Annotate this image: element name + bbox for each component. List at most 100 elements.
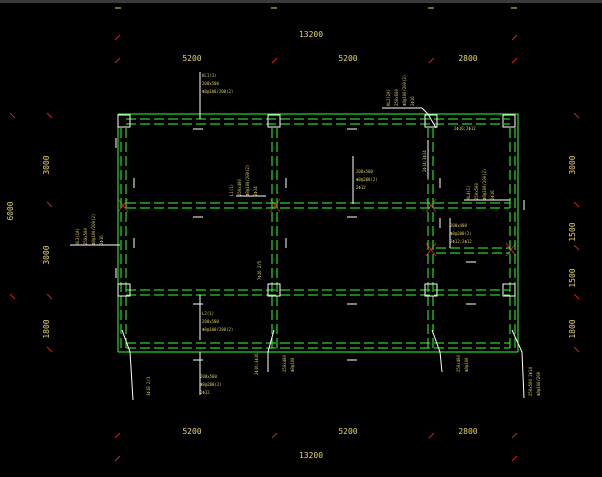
annotation-block: 250x500 2Φ14 Φ8@100/200 <box>528 367 541 396</box>
column <box>117 114 131 128</box>
beam-row-3 <box>126 289 510 296</box>
svg-text:2Φ16: 2Φ16 <box>410 96 415 106</box>
bottom-span-dim: 5200 <box>338 427 357 436</box>
svg-text:2Φ16: 2Φ16 <box>99 235 104 245</box>
bottom-span-dim: 5200 <box>182 427 201 436</box>
svg-text:2Φ12;2Φ12: 2Φ12;2Φ12 <box>450 239 472 244</box>
bottom-total-dim: 13200 <box>299 451 323 460</box>
top-span-dim: 5200 <box>182 54 201 63</box>
svg-text:200x500: 200x500 <box>202 319 219 324</box>
annotation-block: L1(1) 250x400 Φ8@100/200(2) 2Φ14 <box>229 165 258 196</box>
annotation-block: 250x400 Φ8@100 <box>282 355 295 372</box>
right-span-dim: 1500 <box>568 268 577 287</box>
axis-ticks <box>9 34 580 462</box>
svg-text:Φ8@100/200(2): Φ8@100/200(2) <box>202 327 233 332</box>
left-outer-ticks <box>9 112 53 353</box>
top-outer-ticks <box>114 34 518 64</box>
svg-text:200x500: 200x500 <box>356 169 373 174</box>
column <box>117 283 131 297</box>
columns[interactable] <box>117 114 516 297</box>
column <box>424 283 438 297</box>
beam-row-bottom <box>126 342 510 349</box>
svg-text:3Φ18 2/1: 3Φ18 2/1 <box>146 376 151 396</box>
svg-text:2Φ14;3Φ14: 2Φ14;3Φ14 <box>422 150 427 172</box>
svg-text:Φ8@100: Φ8@100 <box>464 357 469 372</box>
svg-text:250x500 2Φ14: 250x500 2Φ14 <box>528 367 533 396</box>
svg-text:Φ8@100/200(2): Φ8@100/200(2) <box>482 169 487 200</box>
annotation-block: 2Φ16;2Φ12 <box>454 126 476 131</box>
svg-text:2Φ16;3Φ16: 2Φ16;3Φ16 <box>254 353 259 375</box>
svg-text:Φ8@100/200(2): Φ8@100/200(2) <box>402 75 407 106</box>
svg-text:250x400: 250x400 <box>282 355 287 372</box>
svg-text:250x500: 250x500 <box>474 183 479 200</box>
annotation-block: 2Φ16;3Φ16 <box>254 353 259 375</box>
bottom-outer-ticks <box>114 432 518 462</box>
column <box>502 283 516 297</box>
annotation-block: L2(1) 200x500 Φ8@100/200(2) <box>202 311 233 332</box>
svg-text:250x500: 250x500 <box>83 228 88 245</box>
dimension-labels: 13200 5200 5200 2800 5200 5200 2800 1320… <box>6 30 577 460</box>
leader-lines <box>70 72 525 401</box>
beam-col-4 <box>509 128 516 348</box>
beam-row-short <box>436 247 510 254</box>
column <box>502 114 516 128</box>
annotation-block: 250x400 Φ8@100 <box>456 355 469 372</box>
left-span-dim: 3000 <box>42 245 51 264</box>
annotation-block: 3Φ18 2/1 <box>146 376 151 396</box>
svg-text:250x400: 250x400 <box>237 179 242 196</box>
column <box>424 114 438 128</box>
top-total-dim: 13200 <box>299 30 323 39</box>
top-window-bar <box>0 0 602 3</box>
beams[interactable] <box>117 113 519 353</box>
right-outer-ticks <box>573 112 580 353</box>
annotation-block: KL4(1) 250x500 Φ8@100/200(2) 2Φ16 <box>466 169 495 200</box>
beam-col-2 <box>271 128 278 348</box>
right-span-dim: 3000 <box>568 155 577 174</box>
column <box>267 283 281 297</box>
beam-col-1 <box>120 128 127 348</box>
annotation-block: 7Φ16 2/5 <box>257 260 262 280</box>
svg-text:2Φ12: 2Φ12 <box>356 185 366 190</box>
svg-text:2Φ14: 2Φ14 <box>253 186 258 196</box>
annotation-block: 200x400 Φ8@200(2) 2Φ12;2Φ12 <box>450 223 472 244</box>
svg-text:Φ8@100: Φ8@100 <box>290 357 295 372</box>
svg-text:KL4(1): KL4(1) <box>466 186 471 200</box>
svg-text:7Φ16 2/5: 7Φ16 2/5 <box>257 260 262 280</box>
annotation-block: 2Φ14;3Φ14 <box>422 150 427 172</box>
svg-text:2Φ16: 2Φ16 <box>490 190 495 200</box>
svg-text:KL2(2A): KL2(2A) <box>386 89 391 106</box>
svg-text:Φ8@100/200(2): Φ8@100/200(2) <box>202 89 233 94</box>
right-span-dim: 1800 <box>568 319 577 338</box>
svg-text:2Φ16;2Φ12: 2Φ16;2Φ12 <box>454 126 476 131</box>
left-span-dim: 1800 <box>42 319 51 338</box>
beam-row-2 <box>126 202 510 209</box>
annotation-block: 200x500 Φ8@200(2) 2Φ12 <box>200 374 222 395</box>
top-span-dim: 5200 <box>338 54 357 63</box>
right-span-dim: 1500 <box>568 222 577 241</box>
column <box>267 114 281 128</box>
annotation-block: KL3(1A) 250x500 Φ8@100/200(2) 2Φ16 <box>75 214 104 245</box>
beam-col-3 <box>427 128 434 348</box>
svg-text:L1(1): L1(1) <box>229 184 234 196</box>
svg-text:Φ8@100/200(2): Φ8@100/200(2) <box>245 165 250 196</box>
svg-text:200x500: 200x500 <box>202 81 219 86</box>
svg-text:2Φ12: 2Φ12 <box>200 390 210 395</box>
annotation-block: 200x500 Φ8@200(2) 2Φ12 <box>356 169 378 190</box>
svg-text:Φ8@200(2): Φ8@200(2) <box>450 231 472 236</box>
svg-text:Φ8@200(2): Φ8@200(2) <box>356 177 378 182</box>
beam-annotations: KL1(3) 200x500 Φ8@100/200(2) KL2(2A) 250… <box>75 73 541 396</box>
annotation-block: KL1(3) 200x500 Φ8@100/200(2) <box>202 73 233 94</box>
beam-row-top <box>126 118 510 125</box>
top-span-dim: 2800 <box>458 54 477 63</box>
svg-text:200x500: 200x500 <box>200 374 217 379</box>
svg-text:Φ8@200(2): Φ8@200(2) <box>200 382 222 387</box>
beam-gap-marks <box>115 128 525 361</box>
left-total-dim: 6000 <box>6 201 15 220</box>
svg-text:Φ8@100/200(2): Φ8@100/200(2) <box>91 214 96 245</box>
outer-frame <box>117 113 519 353</box>
svg-text:250x400: 250x400 <box>456 355 461 372</box>
svg-text:KL1(3): KL1(3) <box>202 73 216 78</box>
bottom-span-dim: 2800 <box>458 427 477 436</box>
svg-text:L2(1): L2(1) <box>202 311 214 316</box>
